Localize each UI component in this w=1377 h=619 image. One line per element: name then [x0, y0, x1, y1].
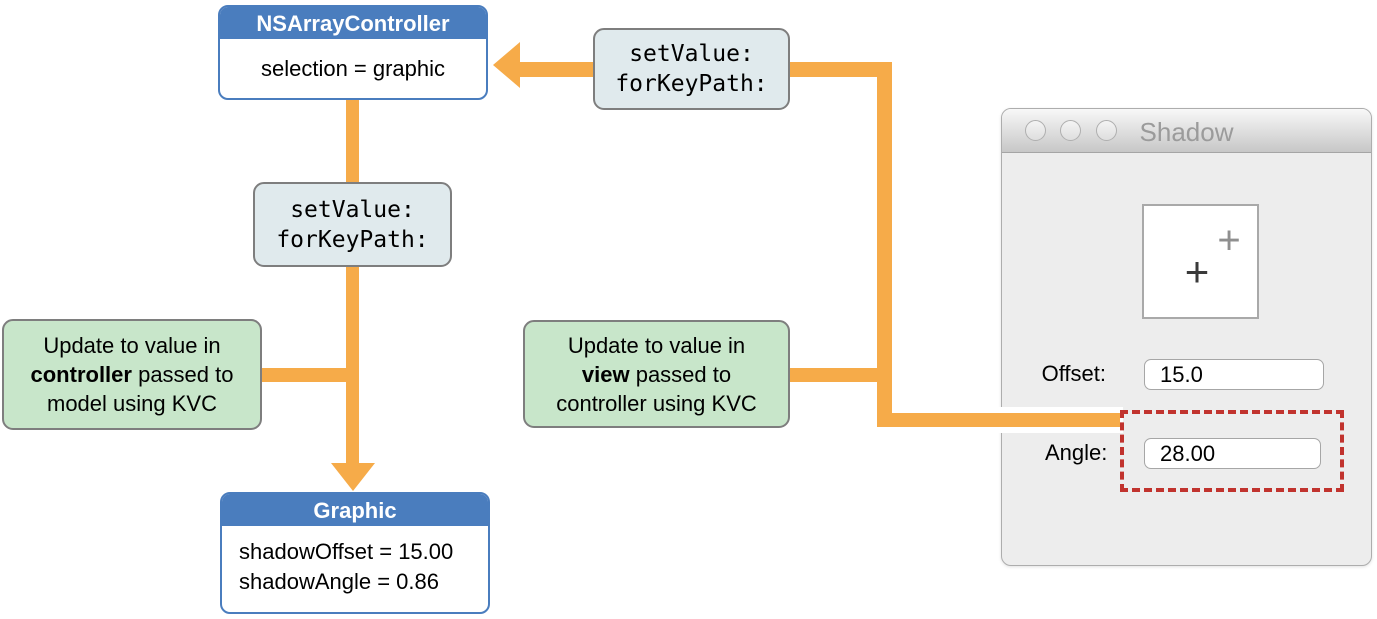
note-controller-line3: model using KVC — [47, 391, 217, 416]
angle-label: Angle: — [1045, 440, 1108, 465]
note-controller-stub — [260, 368, 355, 382]
graphic-title: Graphic — [222, 494, 488, 528]
shadow-preview-well: + + — [1142, 204, 1259, 319]
controller-to-model-line — [346, 98, 359, 466]
note-view-line3: controller using KVC — [556, 390, 757, 416]
note-controller-box: Update to value in controller passed to … — [2, 319, 262, 430]
note-controller-line2: controller passed to — [30, 362, 234, 387]
shadow-plus-icon: + — [1217, 218, 1241, 263]
note-view-box: Update to value in view passed to contro… — [523, 320, 790, 428]
note-view-line2: view passed to — [581, 361, 732, 387]
graphic-shadow-offset: shadowOffset = 15.00 — [239, 539, 454, 564]
kvc-call-top-line2: forKeyPath: — [615, 71, 768, 97]
window-title: Shadow — [1139, 117, 1234, 147]
note-view-stub — [788, 368, 885, 382]
nsarraycontroller-title: NSArrayController — [220, 7, 486, 41]
kvc-call-mid-line2: forKeyPath: — [276, 226, 429, 253]
shadow-window: Shadow + + Offset: Angle: — [1001, 108, 1372, 566]
object-plus-icon: + — [1184, 248, 1210, 295]
offset-label: Offset: — [1041, 361, 1106, 386]
view-to-controller-line-vertical — [877, 62, 892, 427]
minimize-button[interactable] — [1060, 120, 1081, 141]
arrowhead-down-icon — [331, 463, 375, 491]
angle-field[interactable] — [1144, 438, 1321, 469]
nsarraycontroller-body: selection = graphic — [260, 56, 446, 81]
kvc-call-box-top: setValue: forKeyPath: — [593, 28, 790, 110]
kvc-call-top-line1: setValue: — [629, 41, 754, 67]
arrowhead-left-icon — [493, 42, 520, 88]
graphic-box: Graphic shadowOffset = 15.00 shadowAngle… — [220, 492, 490, 614]
angle-highlight — [1120, 410, 1344, 492]
graphic-shadow-angle: shadowAngle = 0.86 — [239, 569, 439, 594]
offset-field[interactable] — [1144, 359, 1324, 390]
window-titlebar[interactable]: Shadow — [1002, 109, 1371, 153]
note-controller-line1: Update to value in — [43, 333, 221, 358]
angle-to-path-line — [877, 413, 1120, 427]
graphic-body: shadowOffset = 15.00 shadowAngle = 0.86 — [222, 528, 488, 597]
zoom-button[interactable] — [1096, 120, 1117, 141]
close-button[interactable] — [1025, 120, 1046, 141]
nsarraycontroller-box: NSArrayController selection = graphic — [218, 5, 488, 100]
note-view-line1: Update to value in — [567, 332, 746, 358]
kvc-call-box-mid: setValue: forKeyPath: — [253, 182, 452, 267]
kvc-call-mid-line1: setValue: — [290, 196, 415, 223]
